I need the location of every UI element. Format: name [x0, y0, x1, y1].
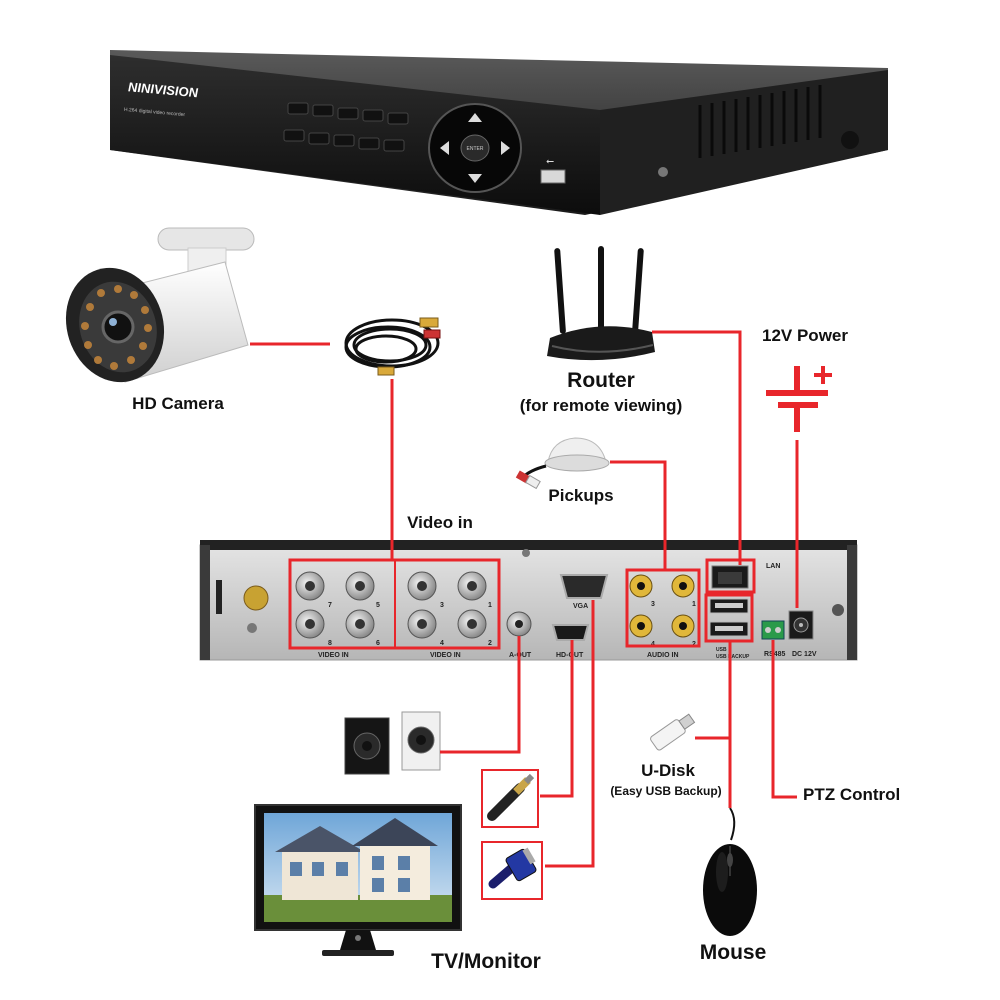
mouse	[703, 807, 757, 936]
ch-num-5: 5	[376, 602, 380, 609]
ch-num-7: 7	[328, 602, 332, 609]
router-sublabel: (for remote viewing)	[519, 396, 683, 415]
camera-lens	[101, 310, 135, 344]
router-body	[547, 326, 655, 361]
speakers	[344, 711, 441, 775]
dvr-button-rec[interactable]	[287, 102, 309, 115]
dvr-button-playback[interactable]	[283, 129, 305, 142]
line-router-to-lan	[652, 330, 742, 565]
dc12-label: DC 12V	[792, 651, 817, 658]
vent-lines	[698, 85, 822, 158]
router-label: Router	[567, 369, 635, 392]
nav-right-icon[interactable]	[501, 141, 510, 155]
router-antenna-2	[598, 246, 604, 334]
mouse-label: Mouse	[699, 941, 767, 964]
ch-num-3: 3	[440, 602, 444, 609]
video-in-label-left: VIDEO IN	[318, 652, 349, 659]
ptz-label: PTZ Control	[803, 785, 901, 804]
usb-flash-drive-icon	[650, 713, 696, 751]
video-in-label: Video in	[407, 513, 473, 532]
usb-symbol-icon: ⭠	[546, 156, 554, 167]
rear-screw-top	[522, 549, 530, 557]
nav-left-icon[interactable]	[440, 141, 449, 155]
video-cable-coil	[344, 317, 441, 376]
rear-slot-left	[216, 580, 222, 614]
hdout-label: HD-OUT	[556, 652, 584, 659]
highlight-audio-in	[625, 568, 701, 648]
tv-monitor-label: TV/Monitor	[431, 950, 541, 973]
audio-pickup-mic	[515, 437, 610, 490]
nav-up-icon[interactable]	[468, 113, 482, 122]
screw-hole	[841, 131, 859, 149]
apple-logo-icon	[355, 935, 361, 941]
camera-mount-plate	[157, 227, 255, 251]
dvr-button-ptz[interactable]	[333, 134, 355, 147]
ch-num-8: 8	[328, 640, 332, 647]
rs485-terminal[interactable]	[761, 620, 785, 640]
line-vga-to-cable	[545, 600, 595, 868]
ch-num-2: 2	[488, 640, 492, 647]
dvr-button-play[interactable]	[312, 104, 334, 117]
dvr-nav-pad[interactable]: ENTER	[428, 103, 522, 193]
dvr-button-menu[interactable]	[387, 112, 409, 125]
hd-camera	[65, 227, 255, 383]
highlight-lan	[705, 558, 756, 594]
nav-enter-label: ENTER	[467, 146, 484, 152]
dvr-button-search[interactable]	[337, 107, 359, 120]
ground-screw	[243, 585, 269, 611]
ch-num-4: 4	[440, 640, 444, 647]
usb-label-1: USB	[716, 647, 727, 653]
lan-label: LAN	[766, 563, 780, 570]
hdmi-cable-icon	[487, 773, 535, 821]
router-antenna-1	[554, 248, 566, 334]
dvr-button-shift[interactable]	[308, 132, 330, 145]
ch-num-6: 6	[376, 640, 380, 647]
hd-camera-label: HD Camera	[132, 394, 224, 413]
router-antenna-3	[632, 248, 644, 334]
connector-lines	[250, 330, 799, 868]
dvr-rear-panel: 7 5 8 6 3 1 4 2 VIDEO IN VIDEO IN A-OUT …	[199, 540, 858, 661]
power-led	[658, 167, 668, 177]
dvr-front-unit: NINIVISION H.264 digital video recorder …	[110, 50, 888, 215]
dvr-button-select[interactable]	[358, 137, 380, 150]
dvr-button-stop[interactable]	[362, 109, 384, 122]
udisk-label: U-Disk	[641, 761, 695, 780]
power-label: 12V Power	[762, 326, 848, 345]
vga-label: VGA	[573, 603, 588, 610]
hdmi-port[interactable]	[551, 624, 590, 641]
line-aout-to-speakers	[440, 636, 521, 754]
line-rs485-to-ptz	[771, 640, 797, 799]
router	[547, 246, 655, 361]
rear-screw-left	[247, 623, 257, 633]
bnc-video-in-group-right	[407, 571, 487, 639]
audio-in-label: AUDIO IN	[647, 652, 679, 659]
dc-power-symbol-icon	[766, 366, 832, 432]
video-in-label-right: VIDEO IN	[430, 652, 461, 659]
line-pickup-to-audio	[610, 460, 667, 570]
vga-port[interactable]	[559, 574, 609, 599]
rear-screw-right	[832, 604, 844, 616]
udisk-sublabel: (Easy USB Backup)	[610, 784, 722, 798]
dvr-button-row-top	[283, 102, 409, 152]
dvr-brand: NINIVISION	[128, 79, 199, 100]
ir-leds	[81, 285, 152, 370]
audio-num-3: 3	[651, 601, 655, 608]
dvr-subtitle: H.264 digital video recorder	[124, 107, 185, 118]
rs485-label: RS485	[764, 651, 786, 658]
tv-monitor	[254, 804, 462, 956]
ch-num-1: 1	[488, 602, 492, 609]
vga-cable-icon	[488, 847, 537, 889]
line-hdmi-to-cable	[540, 640, 574, 798]
pickups-label: Pickups	[548, 486, 614, 505]
audio-num-1: 1	[692, 601, 696, 608]
dvr-button-esc[interactable]	[383, 139, 405, 152]
audio-in-rca-group	[629, 574, 695, 638]
nav-down-icon[interactable]	[468, 174, 482, 183]
usb-label-2: USB BACKUP	[716, 654, 750, 660]
bnc-video-in-group-left	[295, 571, 375, 639]
front-usb-port	[540, 169, 566, 184]
